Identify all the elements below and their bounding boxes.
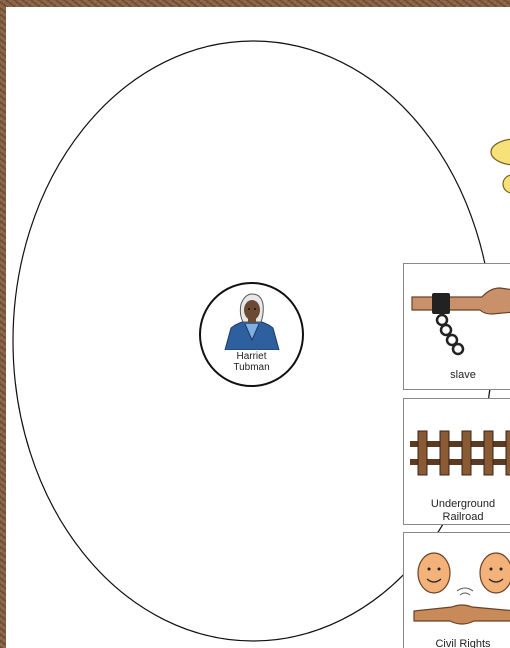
card-civil-rights-label: Civil Rights xyxy=(404,638,510,648)
card-railroad-label-line2: Railroad xyxy=(404,511,510,524)
card-underground-railroad[interactable]: Underground Railroad xyxy=(403,398,510,525)
card-slave[interactable]: slave xyxy=(403,263,510,390)
center-topic-label: Harriet Tubman xyxy=(201,351,302,373)
handshake-icon xyxy=(404,533,510,638)
card-civil-rights[interactable]: Civil Rights xyxy=(403,532,510,648)
center-label-line2: Tubman xyxy=(201,362,302,373)
railroad-track-icon xyxy=(404,399,510,494)
card-slave-label: slave xyxy=(404,369,510,382)
worksheet-page: Harriet Tubman slave Underground Railroa… xyxy=(6,7,510,648)
card-railroad-label: Underground Railroad xyxy=(404,498,510,524)
center-label-line1: Harriet xyxy=(201,351,302,362)
thought-bubble-icon xyxy=(490,132,510,207)
center-topic-node[interactable]: Harriet Tubman xyxy=(199,282,304,387)
shackled-arm-icon xyxy=(404,264,510,359)
card-railroad-label-line1: Underground xyxy=(404,498,510,511)
harriet-tubman-portrait-icon xyxy=(221,290,283,350)
